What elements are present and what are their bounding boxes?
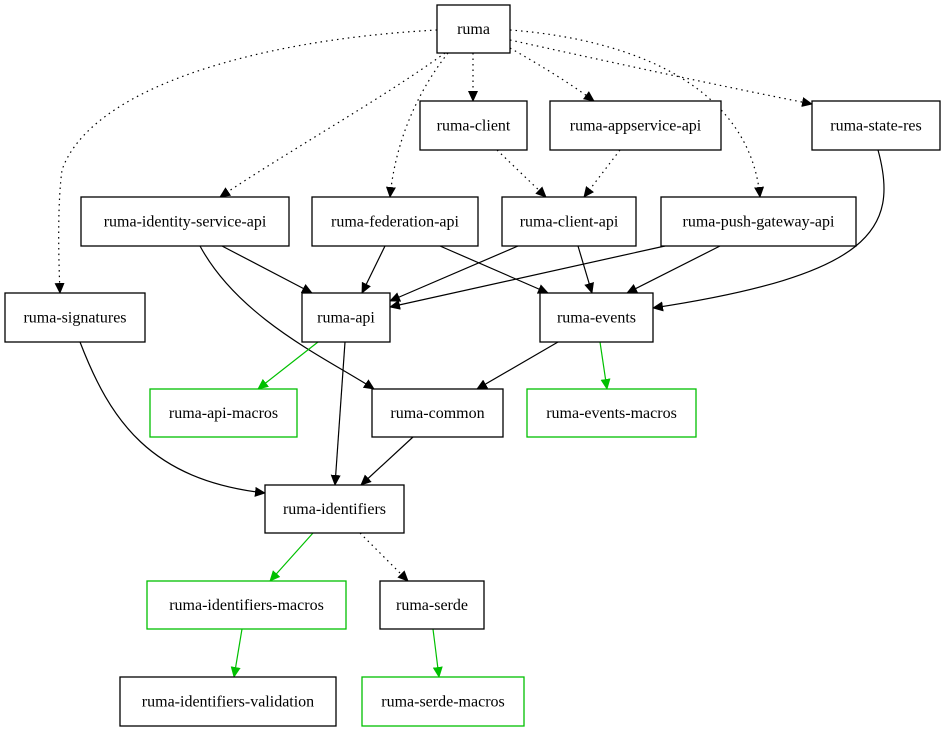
node-label: ruma-api bbox=[317, 310, 375, 327]
node-label: ruma-identifiers-macros bbox=[169, 597, 324, 614]
node-label: ruma bbox=[457, 21, 490, 38]
node-ruma-identifiers-validation: ruma-identifiers-validation bbox=[119, 676, 337, 727]
node-box bbox=[119, 676, 337, 727]
node-box bbox=[371, 388, 504, 438]
node-box bbox=[146, 580, 347, 630]
node-box bbox=[539, 292, 654, 343]
node-box bbox=[4, 292, 146, 343]
node-label: ruma-identifiers bbox=[283, 501, 386, 518]
edge-ruma-to-ruma-identity-service-api bbox=[219, 52, 446, 198]
node-ruma-api: ruma-api bbox=[301, 292, 391, 343]
node-box bbox=[361, 676, 525, 727]
node-ruma-events: ruma-events bbox=[539, 292, 654, 343]
node-ruma-identifiers: ruma-identifiers bbox=[264, 484, 405, 534]
edge-ruma-to-ruma-state-res bbox=[509, 39, 813, 107]
node-box bbox=[660, 196, 857, 247]
edge-ruma-identity-service-api-to-ruma-common bbox=[199, 245, 375, 390]
edge-ruma-identifiers-macros-to-ruma-identifiers-validation bbox=[230, 628, 243, 678]
edge-ruma-events-to-ruma-events-macros bbox=[599, 341, 611, 390]
node-ruma-federation-api: ruma-federation-api bbox=[311, 196, 479, 247]
node-ruma-push-gateway-api: ruma-push-gateway-api bbox=[660, 196, 857, 247]
node-box bbox=[526, 388, 697, 438]
edge-ruma-signatures-to-ruma-identifiers bbox=[79, 341, 266, 497]
edge-ruma-events-to-ruma-common bbox=[476, 341, 559, 390]
edge-ruma-to-ruma-push-gateway-api bbox=[509, 29, 765, 198]
edge-ruma-to-ruma-appservice-api bbox=[509, 47, 595, 102]
node-box bbox=[301, 292, 391, 343]
node-label: ruma-push-gateway-api bbox=[683, 214, 835, 231]
node-label: ruma-api-macros bbox=[169, 405, 278, 422]
node-ruma-serde: ruma-serde bbox=[379, 580, 485, 630]
node-box bbox=[149, 388, 298, 438]
node-ruma-state-res: ruma-state-res bbox=[811, 100, 941, 151]
node-box bbox=[549, 100, 722, 151]
node-ruma-events-macros: ruma-events-macros bbox=[526, 388, 697, 438]
node-box bbox=[436, 4, 511, 54]
node-ruma-identifiers-macros: ruma-identifiers-macros bbox=[146, 580, 347, 630]
edge-ruma-client-api-to-ruma-events bbox=[577, 245, 594, 294]
node-label: ruma-state-res bbox=[830, 118, 922, 135]
node-box bbox=[264, 484, 405, 534]
node-label: ruma-events-macros bbox=[546, 405, 677, 422]
node-label: ruma-identity-service-api bbox=[104, 214, 267, 231]
node-ruma-common: ruma-common bbox=[371, 388, 504, 438]
node-ruma-client: ruma-client bbox=[419, 100, 528, 151]
node-label: ruma-signatures bbox=[23, 310, 126, 327]
node-box bbox=[811, 100, 941, 151]
node-ruma: ruma bbox=[436, 4, 511, 54]
edge-ruma-client-api-to-ruma-api bbox=[389, 245, 519, 302]
edge-ruma-identifiers-to-ruma-serde bbox=[359, 532, 409, 582]
node-ruma-serde-macros: ruma-serde-macros bbox=[361, 676, 525, 727]
node-ruma-appservice-api: ruma-appservice-api bbox=[549, 100, 722, 151]
node-ruma-identity-service-api: ruma-identity-service-api bbox=[80, 196, 290, 247]
node-label: ruma-identifiers-validation bbox=[142, 694, 314, 711]
node-label: ruma-events bbox=[557, 310, 636, 327]
node-box bbox=[501, 196, 637, 247]
edge-ruma-api-to-ruma-api-macros bbox=[257, 341, 319, 390]
edge-ruma-to-ruma-signatures bbox=[54, 29, 438, 294]
edge-ruma-push-gateway-api-to-ruma-api bbox=[389, 245, 666, 310]
node-box bbox=[379, 580, 485, 630]
edge-ruma-push-gateway-api-to-ruma-events bbox=[626, 245, 721, 294]
node-ruma-client-api: ruma-client-api bbox=[501, 196, 637, 247]
edge-ruma-api-to-ruma-identifiers bbox=[330, 341, 346, 486]
edge-ruma-client-to-ruma-client-api bbox=[496, 149, 547, 198]
node-box bbox=[419, 100, 528, 151]
node-box bbox=[311, 196, 479, 247]
edge-ruma-appservice-api-to-ruma-client-api bbox=[583, 149, 621, 198]
edge-ruma-federation-api-to-ruma-events bbox=[439, 245, 549, 294]
nodes-layer: ruma ruma-client ruma-appservice-api ruma-s… bbox=[4, 4, 941, 727]
node-label: ruma-serde-macros bbox=[381, 694, 505, 711]
node-label: ruma-federation-api bbox=[331, 214, 459, 231]
node-label: ruma-common bbox=[390, 405, 484, 422]
edge-ruma-identifiers-to-ruma-identifiers-macros bbox=[269, 532, 314, 582]
node-box bbox=[80, 196, 290, 247]
node-label: ruma-client bbox=[437, 118, 511, 135]
edge-ruma-federation-api-to-ruma-api bbox=[361, 245, 386, 294]
node-label: ruma-appservice-api bbox=[570, 118, 702, 135]
node-ruma-api-macros: ruma-api-macros bbox=[149, 388, 298, 438]
node-label: ruma-serde bbox=[396, 597, 468, 614]
edge-ruma-serde-to-ruma-serde-macros bbox=[432, 628, 443, 678]
node-ruma-signatures: ruma-signatures bbox=[4, 292, 146, 343]
edge-ruma-identity-service-api-to-ruma-api bbox=[221, 245, 313, 294]
node-label: ruma-client-api bbox=[520, 214, 619, 231]
edge-ruma-common-to-ruma-identifiers bbox=[360, 436, 414, 486]
